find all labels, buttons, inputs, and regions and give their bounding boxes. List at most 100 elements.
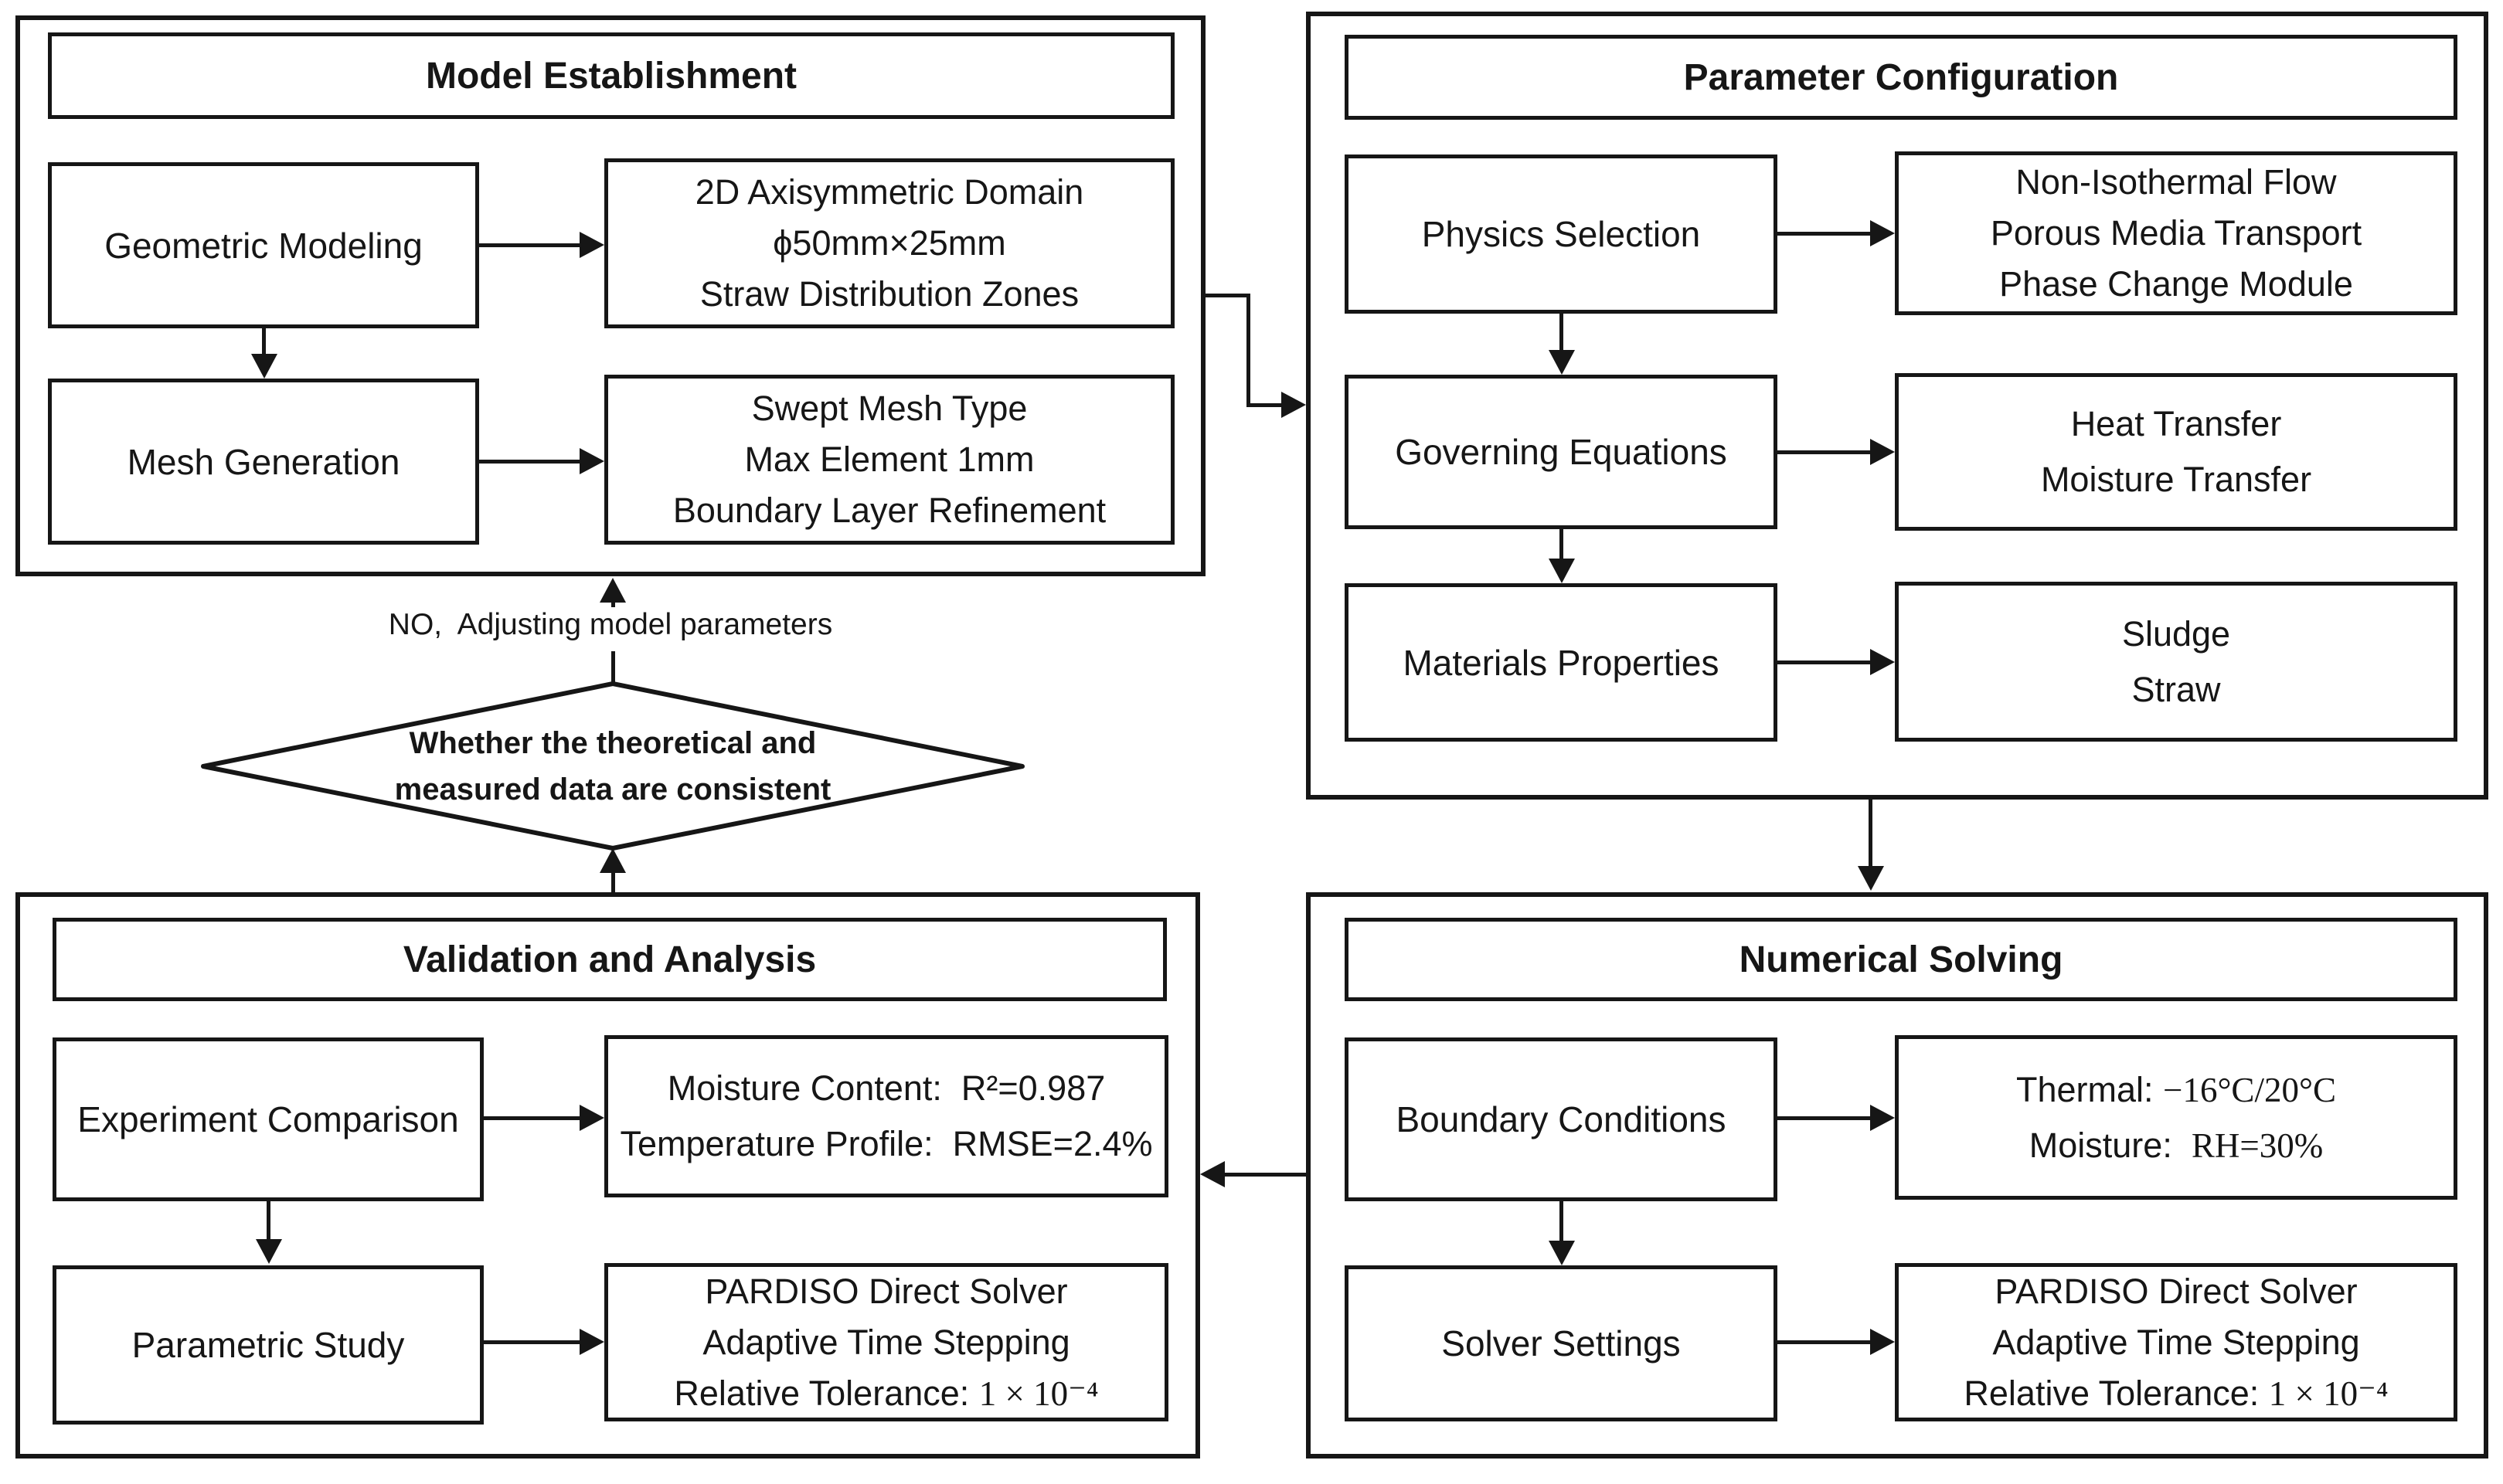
boundary-conditions-label: Boundary Conditions xyxy=(1396,1099,1726,1139)
arrow-validation-to-diamond-head xyxy=(600,848,626,873)
validation-tolerance-value: 1 × 10⁻⁴ xyxy=(978,1374,1099,1413)
connector-numerical-to-validation-shaft xyxy=(1223,1173,1306,1177)
mesh-line-2: Max Element 1mm xyxy=(744,440,1035,479)
arrow-solver-to-details-head xyxy=(1870,1329,1895,1355)
section-title-parameter-configuration: Parameter Configuration xyxy=(1345,35,2457,120)
moisture-line: Moisture: RH=30% xyxy=(2029,1118,2323,1173)
axisymmetric-domain-lines: 2D Axisymmetric Domain ϕ50mm×25mm Straw … xyxy=(695,167,1084,320)
thermal-line: Thermal: −16°C/20°C xyxy=(2016,1062,2336,1118)
arrow-validation-to-diamond-shaft xyxy=(611,870,615,893)
arrow-parametric-to-solver-head xyxy=(580,1329,604,1355)
box-boundary-conditions: Boundary Conditions xyxy=(1345,1037,1777,1201)
physics-selection-label: Physics Selection xyxy=(1421,214,1701,254)
arrow-physics-to-modules-shaft xyxy=(1777,232,1872,236)
arrow-materials-to-list-shaft xyxy=(1777,660,1872,664)
governing-line-2: Moisture Transfer xyxy=(2040,460,2312,499)
materials-line-1: Sludge xyxy=(2121,613,2231,654)
validation-solver-line-3: Relative Tolerance: 1 × 10⁻⁴ xyxy=(674,1368,1098,1419)
thermal-value: −16°C/20°C xyxy=(2163,1070,2336,1109)
solver-line-1: PARDISO Direct Solver xyxy=(1995,1271,2358,1311)
connector-model-to-param-head xyxy=(1281,392,1306,418)
arrow-boundary-to-values-shaft xyxy=(1777,1116,1872,1120)
domain-line-3: Straw Distribution Zones xyxy=(699,274,1080,314)
box-physics-modules: Non-Isothermal Flow Porous Media Transpo… xyxy=(1895,151,2457,315)
decision-line-2: measured data are consistent xyxy=(394,773,831,807)
box-axisymmetric-domain: 2D Axisymmetric Domain ϕ50mm×25mm Straw … xyxy=(604,158,1175,328)
domain-line-2: ϕ50mm×25mm xyxy=(773,223,1006,263)
box-materials-list: Sludge Straw xyxy=(1895,582,2457,742)
arrow-experiment-to-parametric-head xyxy=(256,1239,282,1264)
moisture-label: Moisture: xyxy=(2029,1125,2192,1165)
no-adjust-label: NO, Adjusting model parameters xyxy=(388,608,833,641)
arrow-experiment-to-parametric-shaft xyxy=(267,1201,270,1240)
connector-numerical-to-validation-head xyxy=(1200,1161,1225,1187)
section-title-validation-analysis: Validation and Analysis xyxy=(53,918,1167,1001)
line-diamond-to-no-label xyxy=(611,651,615,684)
solver-detail-lines: PARDISO Direct Solver Adaptive Time Step… xyxy=(1964,1266,2388,1419)
arrow-no-to-model-shaft xyxy=(611,599,615,607)
arrow-geometric-to-domain-head xyxy=(580,232,604,258)
physics-line-2: Porous Media Transport xyxy=(1990,213,2362,253)
box-geometric-modeling: Geometric Modeling xyxy=(48,162,479,328)
arrow-physics-to-modules-head xyxy=(1870,220,1895,246)
materials-list-lines: Sludge Straw xyxy=(2122,606,2230,718)
arrow-physics-to-governing-shaft xyxy=(1559,314,1563,351)
materials-line-2: Straw xyxy=(2131,669,2221,709)
transfer-equation-lines: Heat Transfer Moisture Transfer xyxy=(2041,396,2311,508)
validation-solver-line-1: PARDISO Direct Solver xyxy=(705,1271,1068,1311)
connector-model-to-param-seg3 xyxy=(1246,403,1284,407)
box-transfer-equations: Heat Transfer Moisture Transfer xyxy=(1895,373,2457,531)
experiment-comparison-label: Experiment Comparison xyxy=(77,1099,459,1139)
arrow-parametric-to-solver-shaft xyxy=(484,1340,583,1344)
box-solver-details: PARDISO Direct Solver Adaptive Time Step… xyxy=(1895,1263,2457,1421)
parametric-study-label: Parametric Study xyxy=(131,1325,405,1365)
arrow-governing-to-materials-head xyxy=(1549,559,1575,583)
mesh-generation-label: Mesh Generation xyxy=(127,441,400,482)
arrow-no-to-model-head xyxy=(600,578,626,603)
domain-line-1: 2D Axisymmetric Domain xyxy=(695,172,1084,212)
box-experiment-comparison: Experiment Comparison xyxy=(53,1037,484,1201)
arrow-governing-to-materials-shaft xyxy=(1559,529,1563,560)
governing-line-1: Heat Transfer xyxy=(2070,404,2282,443)
decision-diamond-text: Whether the theoretical and measured dat… xyxy=(395,720,831,813)
box-physics-selection: Physics Selection xyxy=(1345,155,1777,314)
validation-analysis-title: Validation and Analysis xyxy=(403,939,817,980)
moisture-value: RH=30% xyxy=(2191,1126,2324,1165)
arrow-experiment-to-results-shaft xyxy=(484,1116,583,1120)
arrow-experiment-to-results-head xyxy=(580,1105,604,1131)
arrow-materials-to-list-head xyxy=(1870,649,1895,675)
geometric-modeling-label: Geometric Modeling xyxy=(104,225,423,266)
physics-line-3: Phase Change Module xyxy=(1999,264,2353,304)
box-parametric-study: Parametric Study xyxy=(53,1265,484,1425)
arrow-boundary-to-solver-head xyxy=(1549,1241,1575,1265)
validation-solver-lines: PARDISO Direct Solver Adaptive Time Step… xyxy=(674,1266,1098,1419)
arrow-governing-to-transfer-head xyxy=(1870,439,1895,465)
arrow-physics-to-governing-head xyxy=(1549,350,1575,375)
box-solver-settings: Solver Settings xyxy=(1345,1265,1777,1421)
mesh-line-1: Swept Mesh Type xyxy=(751,389,1028,428)
tolerance-label: Relative Tolerance: xyxy=(1964,1373,2269,1413)
arrow-geometric-to-mesh-head xyxy=(251,354,277,379)
tolerance-value: 1 × 10⁻⁴ xyxy=(2268,1374,2389,1413)
box-comparison-results: Moisture Content: R²=0.987 Temperature P… xyxy=(604,1035,1168,1197)
arrow-solver-to-details-shaft xyxy=(1777,1340,1872,1344)
physics-module-lines: Non-Isothermal Flow Porous Media Transpo… xyxy=(1991,157,2362,310)
decision-line-1: Whether the theoretical and xyxy=(409,726,817,760)
connector-param-to-numerical-shaft xyxy=(1869,800,1872,869)
section-title-model-establishment: Model Establishment xyxy=(48,32,1175,119)
solver-settings-label: Solver Settings xyxy=(1441,1323,1681,1363)
validation-solver-line-2: Adaptive Time Stepping xyxy=(702,1322,1070,1362)
result-line-2: Temperature Profile: RMSE=2.4% xyxy=(620,1124,1153,1163)
connector-model-to-param-seg1 xyxy=(1204,294,1250,297)
connector-param-to-numerical-head xyxy=(1858,866,1884,891)
parameter-configuration-title: Parameter Configuration xyxy=(1683,56,2119,98)
box-mesh-details: Swept Mesh Type Max Element 1mm Boundary… xyxy=(604,375,1175,545)
box-materials-properties: Materials Properties xyxy=(1345,583,1777,742)
arrow-boundary-to-values-head xyxy=(1870,1105,1895,1131)
result-line-1: Moisture Content: R²=0.987 xyxy=(667,1068,1106,1108)
arrow-mesh-to-details-shaft xyxy=(479,460,583,464)
mesh-detail-lines: Swept Mesh Type Max Element 1mm Boundary… xyxy=(673,383,1106,536)
arrow-boundary-to-solver-shaft xyxy=(1559,1201,1563,1241)
box-governing-equations: Governing Equations xyxy=(1345,375,1777,529)
